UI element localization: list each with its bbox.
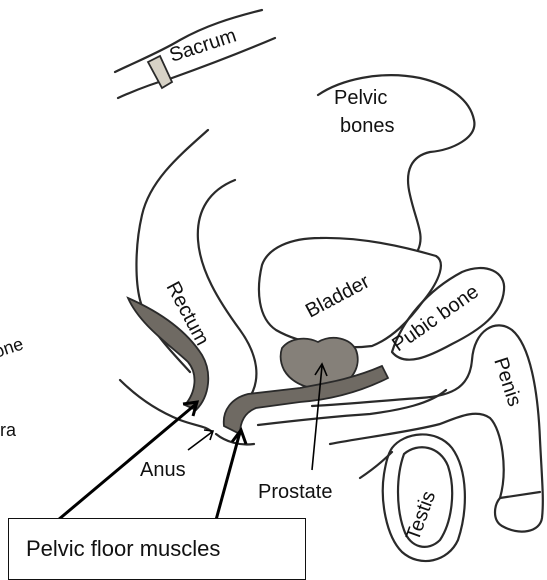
pelvic-floor-callout-text: Pelvic floor muscles (26, 536, 220, 562)
anus: Anus (140, 430, 213, 481)
anus-label: Anus (140, 459, 186, 481)
bladder-label: Bladder (302, 270, 373, 322)
pelvic-bones-label-2: bones (340, 115, 395, 137)
rectum: Rectum (128, 130, 256, 410)
testis: Testis (360, 434, 465, 561)
sacrum-label: Sacrum (167, 25, 239, 67)
pelvic-bones-label-1: Pelvic (334, 87, 387, 109)
sacrum: Sacrum (115, 10, 275, 98)
pubic-bone-label: Pubic bone (388, 281, 483, 356)
cropped-label-2: ra (0, 420, 17, 440)
pelvic-floor-arrow-right (216, 432, 240, 520)
pubic-bone: Pubic bone (388, 268, 504, 360)
testis-label: Testis (402, 488, 440, 544)
anus-pointer (188, 432, 212, 450)
penis-label: Penis (489, 355, 525, 409)
prostate-label: Prostate (258, 481, 332, 503)
cropped-label-1: one (0, 333, 26, 361)
pelvic-bones: Pelvic bones (318, 75, 474, 250)
